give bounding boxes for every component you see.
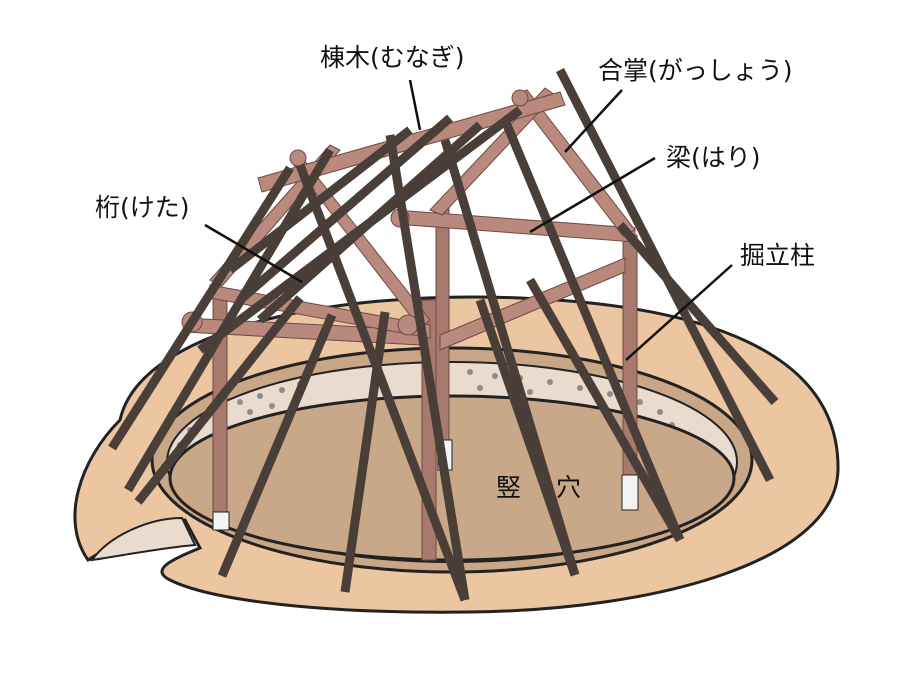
label-keta: 桁(けた) xyxy=(95,193,190,222)
label-pit-char-1: 竪 xyxy=(496,473,522,502)
label-gassho: 合掌(がっしょう) xyxy=(598,56,793,85)
label-munagi: 棟木(むなぎ) xyxy=(320,43,465,72)
label-hari: 梁(はり) xyxy=(666,143,761,172)
pit-wall-ring xyxy=(150,346,754,574)
rafters xyxy=(108,67,779,602)
label-horitatebashira: 掘立柱 xyxy=(740,241,816,270)
label-pit-char-2: 穴 xyxy=(556,473,582,502)
entrance-notch xyxy=(89,516,197,562)
leader-lines xyxy=(204,79,733,361)
